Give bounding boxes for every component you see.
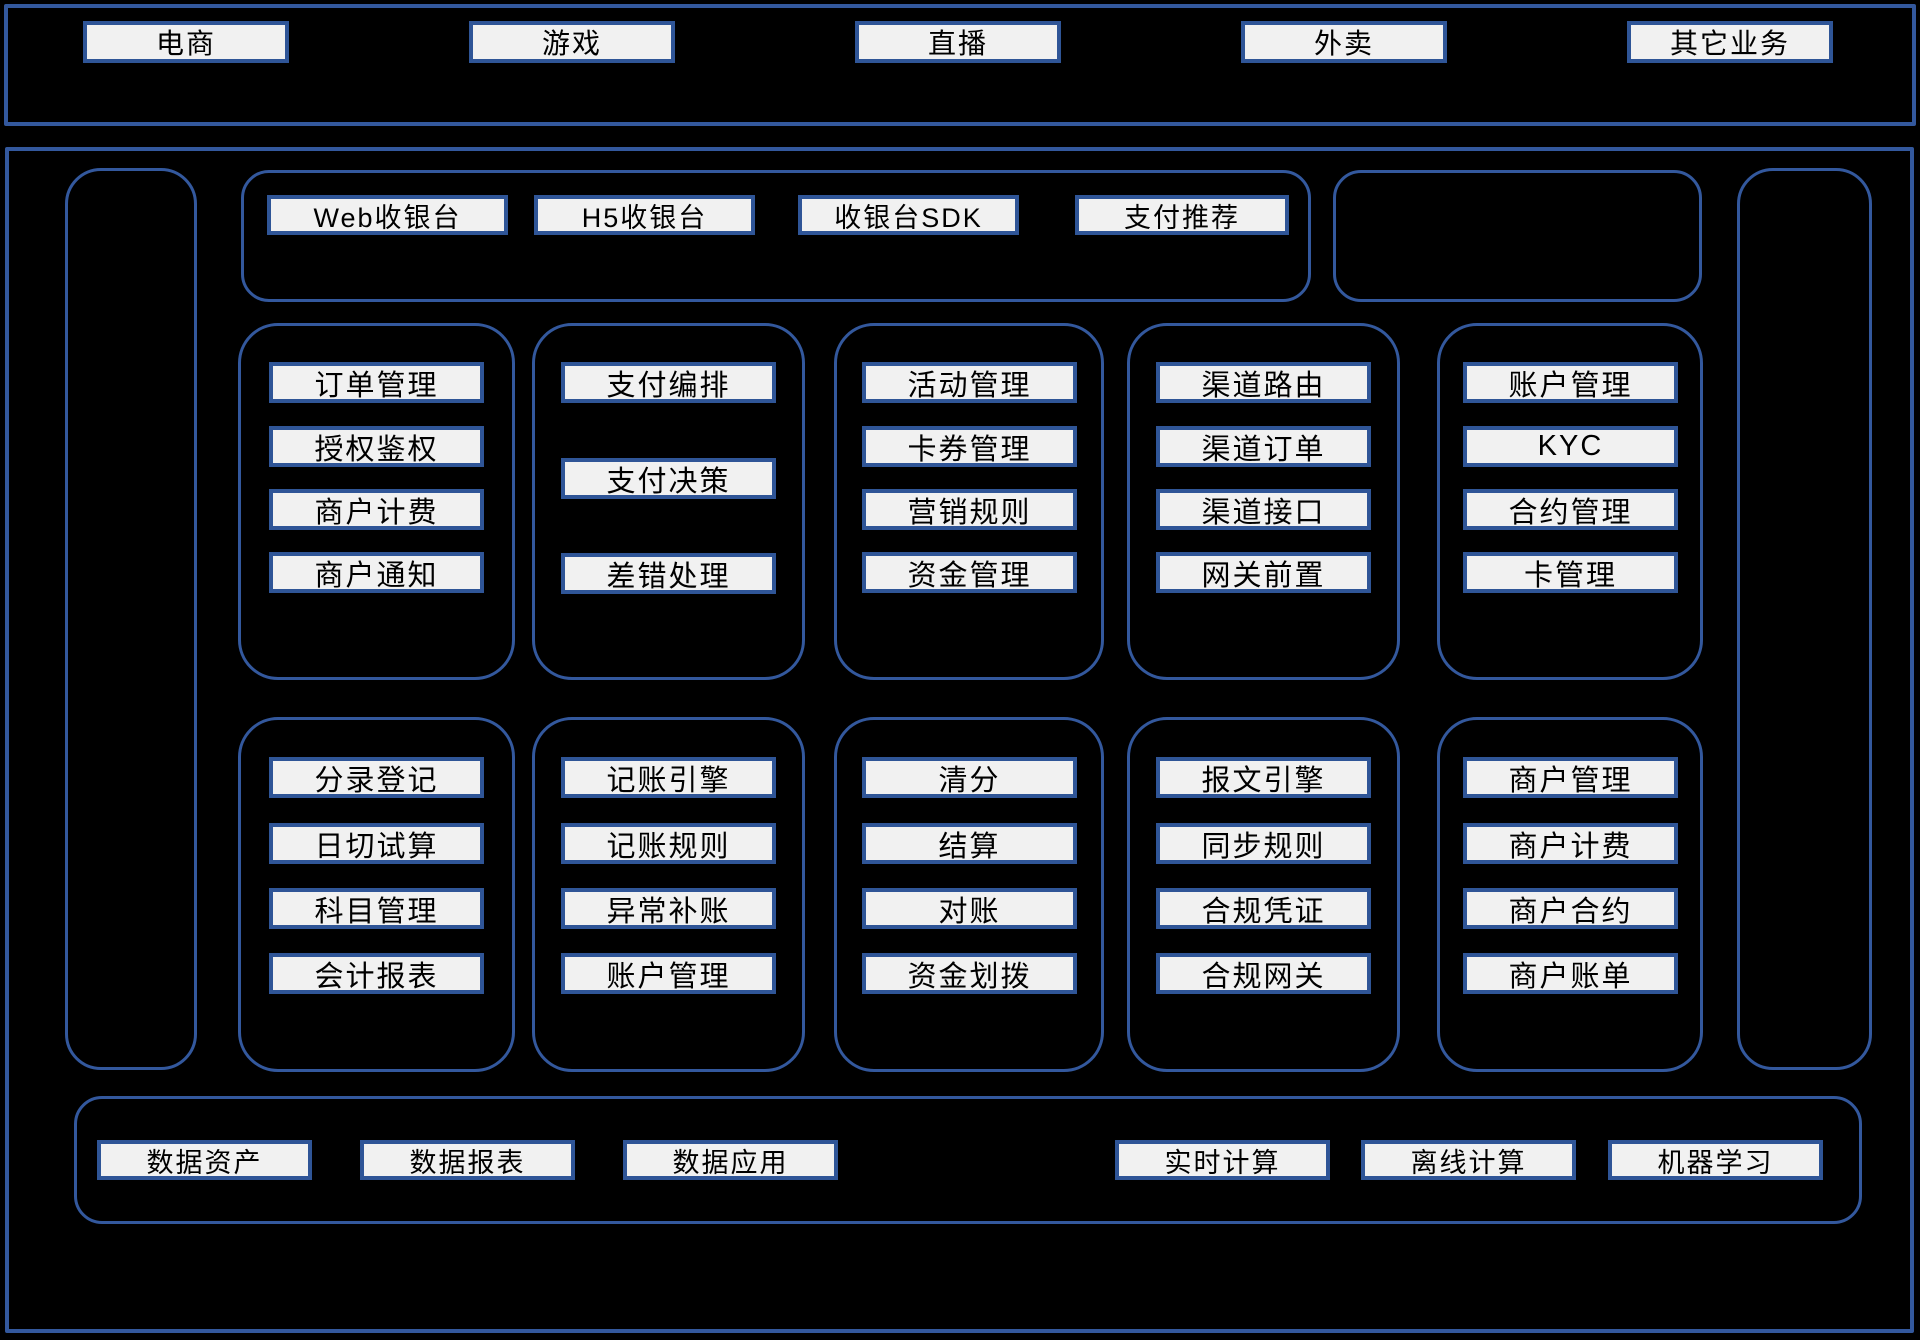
access-item: H5收银台	[534, 195, 755, 235]
access-item: 收银台SDK	[798, 195, 1019, 235]
business-item: 其它业务	[1627, 21, 1833, 63]
data-item: 离线计算	[1361, 1140, 1576, 1180]
platform-container	[5, 147, 1914, 1333]
payment-core-column-1	[238, 323, 515, 680]
module-item: 支付编排	[561, 362, 776, 403]
module-item: 商户管理	[1463, 757, 1678, 798]
module-item: 同步规则	[1156, 823, 1371, 864]
business-item: 外卖	[1241, 21, 1447, 63]
module-item: 日切试算	[269, 823, 484, 864]
module-item: 账户管理	[1463, 362, 1678, 403]
module-item: 记账引擎	[561, 757, 776, 798]
accounting-column-4	[1127, 717, 1400, 1072]
module-item: 账户管理	[561, 953, 776, 994]
accounting-column-1	[238, 717, 515, 1072]
module-item: 渠道订单	[1156, 426, 1371, 467]
module-item: 渠道接口	[1156, 489, 1371, 530]
business-layer-band	[4, 4, 1916, 126]
module-item: 商户账单	[1463, 953, 1678, 994]
business-item: 电商	[83, 21, 289, 63]
module-item: 记账规则	[561, 823, 776, 864]
left-sidebar-panel	[65, 168, 197, 1070]
module-item: 商户通知	[269, 552, 484, 593]
module-item: 会计报表	[269, 953, 484, 994]
module-item: 渠道路由	[1156, 362, 1371, 403]
module-item: 对账	[862, 888, 1077, 929]
access-item: 支付推荐	[1075, 195, 1289, 235]
module-item: 科目管理	[269, 888, 484, 929]
accounting-column-5	[1437, 717, 1703, 1072]
module-item: 活动管理	[862, 362, 1077, 403]
access-layer-panel	[241, 170, 1311, 302]
module-item: 商户合约	[1463, 888, 1678, 929]
business-item: 直播	[855, 21, 1061, 63]
data-item: 数据报表	[360, 1140, 575, 1180]
module-item: 差错处理	[561, 553, 776, 594]
module-item: 商户计费	[269, 489, 484, 530]
module-item: KYC	[1463, 426, 1678, 467]
data-item: 实时计算	[1115, 1140, 1330, 1180]
module-item: 支付决策	[561, 458, 776, 499]
module-item: 资金划拨	[862, 953, 1077, 994]
data-item: 数据资产	[97, 1140, 312, 1180]
module-item: 清分	[862, 757, 1077, 798]
data-item: 机器学习	[1608, 1140, 1823, 1180]
module-item: 异常补账	[561, 888, 776, 929]
payment-core-column-2	[532, 323, 805, 680]
payment-core-column-4	[1127, 323, 1400, 680]
module-item: 商户计费	[1463, 823, 1678, 864]
module-item: 网关前置	[1156, 552, 1371, 593]
module-item: 订单管理	[269, 362, 484, 403]
module-item: 结算	[862, 823, 1077, 864]
payment-core-column-3	[834, 323, 1104, 680]
module-item: 合规网关	[1156, 953, 1371, 994]
access-layer-empty-panel	[1333, 170, 1702, 302]
module-item: 资金管理	[862, 552, 1077, 593]
data-item: 数据应用	[623, 1140, 838, 1180]
module-item: 卡管理	[1463, 552, 1678, 593]
module-item: 卡券管理	[862, 426, 1077, 467]
module-item: 营销规则	[862, 489, 1077, 530]
module-item: 授权鉴权	[269, 426, 484, 467]
business-item: 游戏	[469, 21, 675, 63]
accounting-column-3	[834, 717, 1104, 1072]
module-item: 分录登记	[269, 757, 484, 798]
accounting-column-2	[532, 717, 805, 1072]
data-layer-panel	[74, 1096, 1862, 1224]
access-item: Web收银台	[267, 195, 508, 235]
module-item: 合规凭证	[1156, 888, 1371, 929]
right-sidebar-panel	[1737, 168, 1872, 1070]
module-item: 合约管理	[1463, 489, 1678, 530]
payment-core-column-5	[1437, 323, 1703, 680]
module-item: 报文引擎	[1156, 757, 1371, 798]
